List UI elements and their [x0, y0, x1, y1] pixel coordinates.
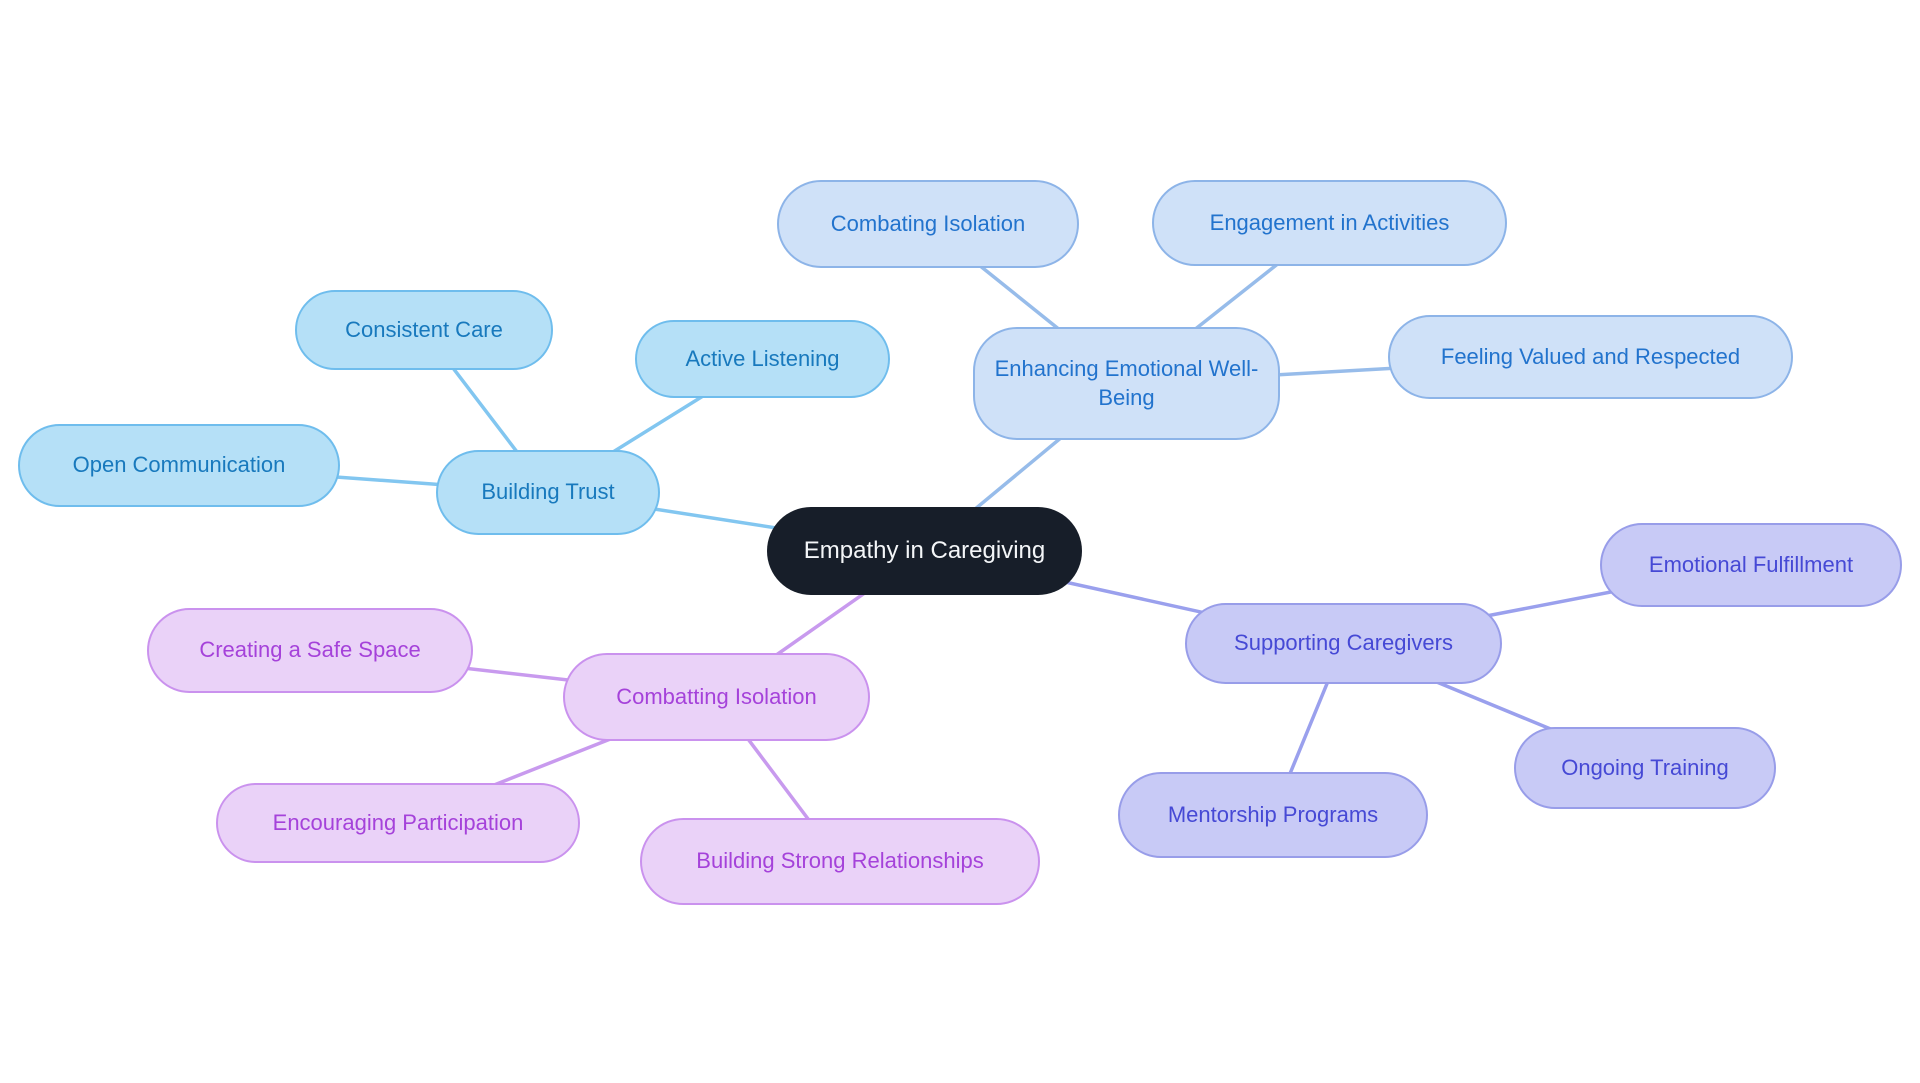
- node-empathy-in-caregiving[interactable]: Empathy in Caregiving: [767, 507, 1082, 595]
- node-ongoing-training[interactable]: Ongoing Training: [1514, 727, 1776, 809]
- node-emotional-fulfillment[interactable]: Emotional Fulfillment: [1600, 523, 1902, 607]
- node-label: Empathy in Caregiving: [803, 536, 1046, 564]
- node-label: Building Trust: [481, 479, 615, 505]
- node-creating-a-safe-space[interactable]: Creating a Safe Space: [147, 608, 473, 693]
- node-label: Combatting Isolation: [616, 683, 817, 709]
- node-label: Engagement in Activities: [1209, 209, 1450, 235]
- node-label: Ongoing Training: [1561, 754, 1729, 780]
- node-building-trust[interactable]: Building Trust: [436, 450, 660, 535]
- node-enhancing-emotional-well-being[interactable]: Enhancing Emotional Well-Being: [973, 327, 1280, 440]
- node-building-strong-relationships[interactable]: Building Strong Relationships: [640, 818, 1040, 905]
- node-combating-isolation[interactable]: Combating Isolation: [777, 180, 1079, 268]
- node-label: Active Listening: [685, 345, 840, 371]
- node-label: Consistent Care: [345, 316, 503, 342]
- node-open-communication[interactable]: Open Communication: [18, 424, 340, 507]
- node-engagement-in-activities[interactable]: Engagement in Activities: [1152, 180, 1507, 266]
- node-label: Emotional Fulfillment: [1648, 551, 1854, 577]
- node-label: Combating Isolation: [830, 210, 1026, 236]
- node-label: Mentorship Programs: [1167, 801, 1379, 827]
- node-label: Encouraging Participation: [272, 809, 524, 835]
- node-label: Feeling Valued and Respected: [1440, 343, 1741, 369]
- node-label: Creating a Safe Space: [199, 637, 421, 663]
- node-label: Building Strong Relationships: [696, 848, 984, 874]
- node-consistent-care[interactable]: Consistent Care: [295, 290, 553, 370]
- node-combatting-isolation[interactable]: Combatting Isolation: [563, 653, 870, 741]
- node-feeling-valued-and-respected[interactable]: Feeling Valued and Respected: [1388, 315, 1793, 399]
- node-supporting-caregivers[interactable]: Supporting Caregivers: [1185, 603, 1502, 684]
- node-label: Supporting Caregivers: [1234, 630, 1453, 656]
- node-label: Open Communication: [72, 452, 286, 478]
- node-label: Enhancing Emotional Well-Being: [994, 356, 1259, 410]
- node-mentorship-programs[interactable]: Mentorship Programs: [1118, 772, 1428, 858]
- node-encouraging-participation[interactable]: Encouraging Participation: [216, 783, 580, 863]
- node-active-listening[interactable]: Active Listening: [635, 320, 890, 398]
